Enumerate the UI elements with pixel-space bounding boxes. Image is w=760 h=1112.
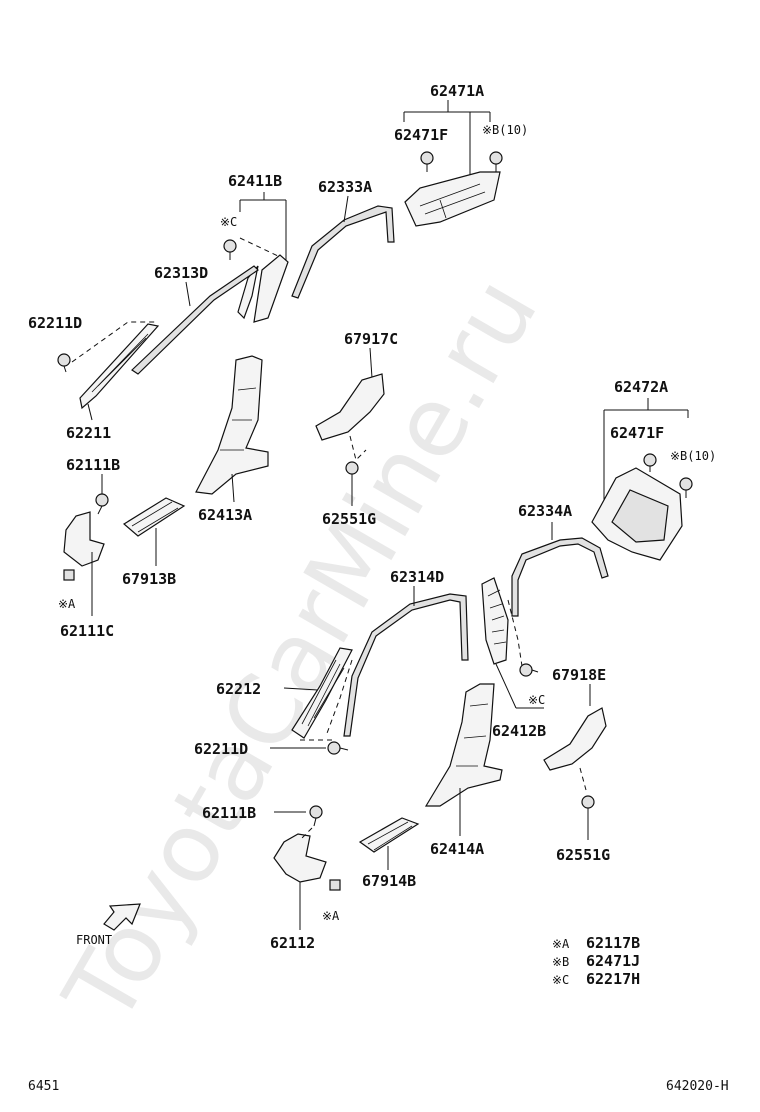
group-67914B [358,817,420,870]
group-62471A [403,100,503,227]
front-label: FRONT [76,933,112,947]
label-62212: 62212 [216,680,261,698]
label-C-low: ※C [528,693,545,707]
clip-62551G-top[interactable] [345,461,359,484]
weatherstrip-62313D[interactable] [131,265,259,375]
group-62472A [591,398,693,561]
group-67917C [315,347,385,506]
cowl-side-trim-62112[interactable] [273,833,327,883]
label-62211D-low: 62211D [194,740,248,758]
legend-part-A: 62117B [586,934,640,952]
label-67913B: 67913B [122,570,176,588]
group-62411B [223,192,289,323]
scuff-plate-67914B[interactable] [358,817,420,853]
legend-mark-B: ※B [552,955,569,969]
clip-A-low[interactable] [329,879,341,891]
pillar-garnish-62412B[interactable] [481,577,509,665]
label-62112: 62112 [270,934,315,952]
footer-left-code: 6451 [28,1079,59,1094]
weatherstrip-62314D[interactable] [343,593,469,737]
pillar-garnish-62471A[interactable] [404,171,501,227]
label-B10-right: ※B(10) [670,449,716,463]
label-62471F-top: 62471F [394,126,448,144]
legend-part-B: 62471J [586,952,640,970]
label-62111C: 62111C [60,622,114,640]
pillar-lower-62413A[interactable] [195,355,269,495]
clip-B10-top[interactable] [489,151,503,172]
clip-A-left[interactable] [63,569,75,581]
clip-62211D-low[interactable] [327,741,349,755]
group-62414A [424,683,503,836]
clip-62471F-top[interactable] [420,151,434,172]
label-67914B: 67914B [362,872,416,890]
group-62212 [270,647,353,755]
legend-mark-A: ※A [552,937,570,951]
label-62211D-top: 62211D [28,314,82,332]
legend: ※A 62117B ※B 62471J ※C 62217H [552,934,640,988]
group-62412B [481,577,544,709]
label-62313D: 62313D [154,264,208,282]
label-62411B: 62411B [228,172,282,190]
label-67918E: 67918E [552,666,606,684]
clip-62471F-right[interactable] [643,453,657,472]
label-62471A: 62471A [430,82,484,100]
scuff-plate-67917C[interactable] [315,373,385,441]
label-B10-top: ※B(10) [482,123,528,137]
label-62333A: 62333A [318,178,372,196]
scuff-plate-67913B[interactable] [122,497,186,537]
label-A-left: ※A [58,597,76,611]
label-62111B-low: 62111B [202,804,256,822]
label-C-top: ※C [220,215,237,229]
scuff-plate-67918E[interactable] [543,707,607,771]
cowl-side-trim-62111C[interactable] [63,511,105,567]
group-62112 [273,805,341,930]
group-62413A [195,355,269,503]
label-62211: 62211 [66,424,111,442]
clip-62211D-top[interactable] [57,353,71,373]
clip-62111B-top[interactable] [95,493,109,515]
label-62471F-right: 62471F [610,424,664,442]
label-62413A: 62413A [198,506,252,524]
clip-62111B-low[interactable] [309,805,323,827]
label-62314D: 62314D [390,568,444,586]
clip-C-top[interactable] [223,239,237,260]
label-62551G-low: 62551G [556,846,610,864]
footer-right-code: 642020-H [666,1079,729,1094]
clip-62551G-low[interactable] [581,795,595,818]
label-62412B: 62412B [492,722,546,740]
group-67913B [122,497,186,566]
pillar-lower-62414A[interactable] [424,683,503,807]
label-62414A: 62414A [430,840,484,858]
label-62111B-top: 62111B [66,456,120,474]
label-67917C: 67917C [344,330,398,348]
front-arrow-icon [103,903,141,931]
clip-B10-right[interactable] [679,477,693,498]
weatherstrip-62333A[interactable] [291,205,395,299]
label-62334A: 62334A [518,502,572,520]
clip-C-low[interactable] [519,663,539,677]
legend-part-C: 62217H [586,970,640,988]
pillar-garnish-inner[interactable] [237,265,259,320]
legend-mark-C: ※C [552,973,569,987]
group-62111C [63,474,109,616]
label-A-low: ※A [322,909,340,923]
group-67918E [543,684,607,840]
label-62551G-top: 62551G [322,510,376,528]
pillar-garnish-62411B[interactable] [253,254,289,323]
group-62211 [57,321,160,421]
weatherstrip-62334A[interactable] [511,537,609,617]
label-62472A: 62472A [614,378,668,396]
